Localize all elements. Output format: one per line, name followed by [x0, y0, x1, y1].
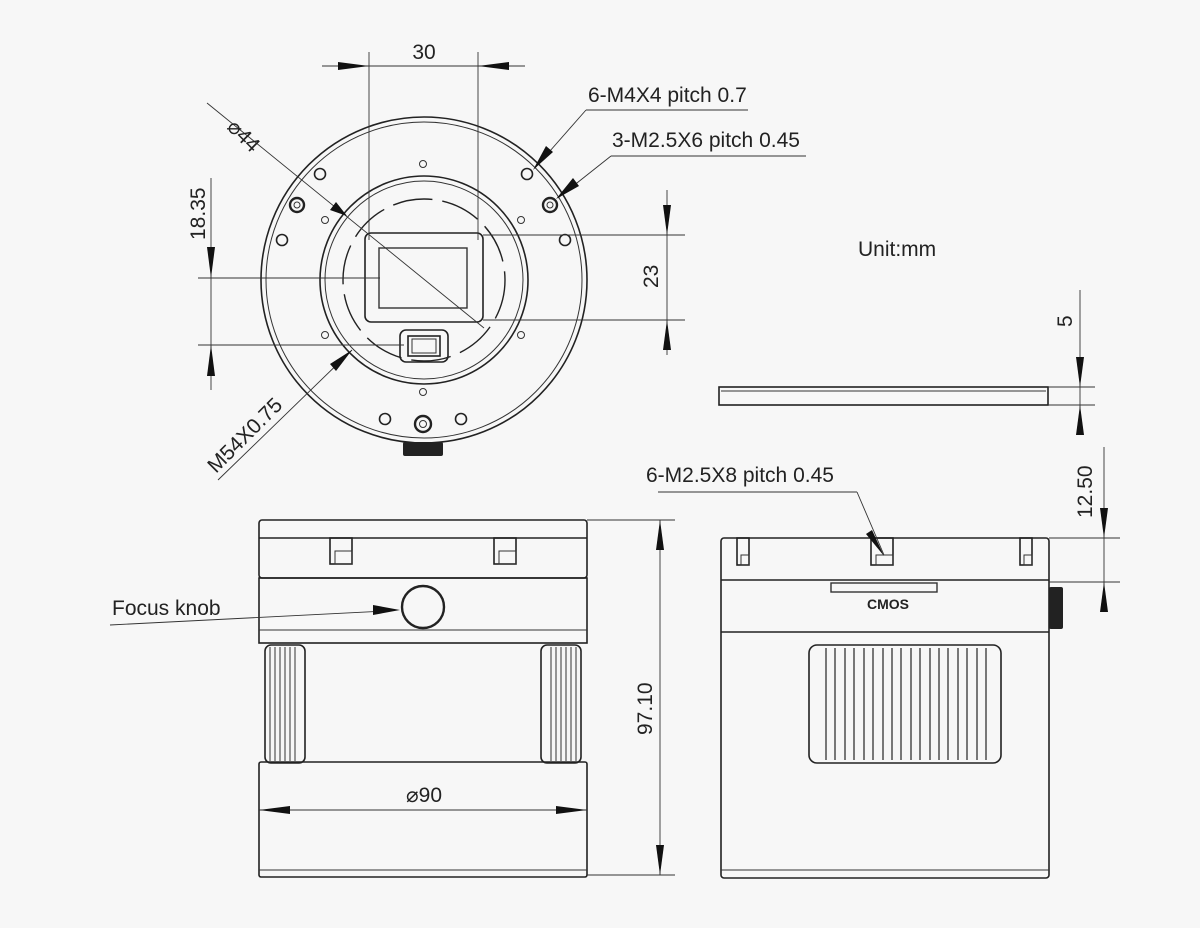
knob-icon: [403, 442, 443, 456]
callout-m2-5-holes: 3-M2.5X6 pitch 0.45: [612, 129, 800, 152]
unit-label: Unit:mm: [858, 238, 936, 261]
knob-icon: [1049, 587, 1063, 629]
dim-total-height: 97.10: [634, 682, 657, 735]
dim-back-focus: 12.50: [1074, 465, 1097, 518]
side-view-left: [109, 519, 675, 878]
cmos-sensor: [830, 582, 938, 593]
focus-knob-label: Focus knob: [112, 597, 221, 620]
focus-knob-icon: [400, 584, 446, 630]
heatsink-grille: [808, 644, 1002, 764]
dim-height-23: 23: [640, 265, 663, 288]
side-view-right: [658, 447, 1120, 879]
front-view: [198, 52, 806, 481]
cmos-label: CMOS: [867, 596, 909, 612]
dim-diameter-44: ⌀44: [222, 115, 264, 157]
dim-width-30: 30: [412, 41, 435, 64]
mount-holes: [275, 160, 572, 434]
thread-label: M54X0.75: [203, 394, 287, 478]
callout-m2-5x8-holes: 6-M2.5X8 pitch 0.45: [646, 464, 834, 487]
callout-m4-holes: 6-M4X4 pitch 0.7: [588, 84, 747, 107]
dim-diameter-90: ⌀90: [406, 784, 442, 807]
dim-thickness-5: 5: [1054, 315, 1077, 327]
dim-offset-18-35: 18.35: [187, 187, 210, 240]
plate-view: [718, 290, 1095, 435]
